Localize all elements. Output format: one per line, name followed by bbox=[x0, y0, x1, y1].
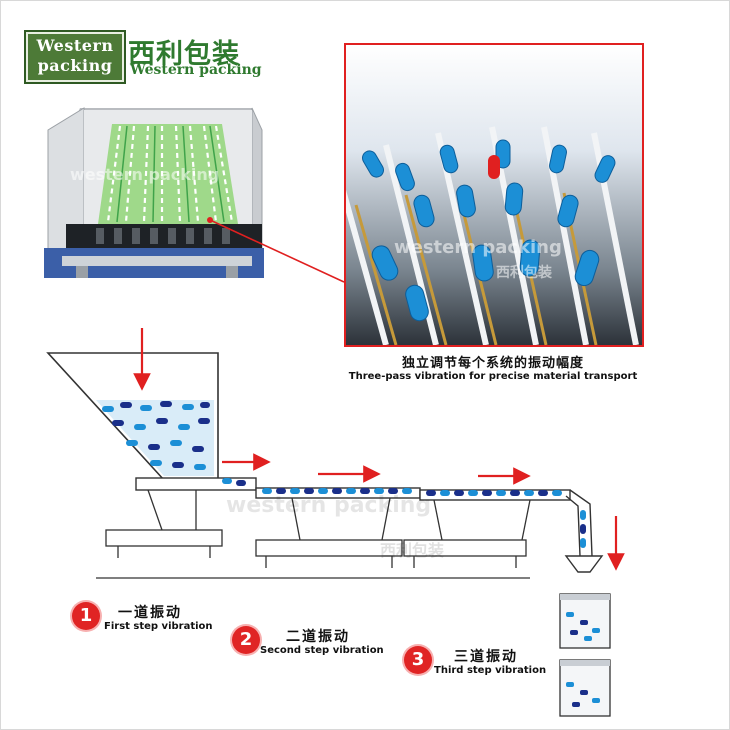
tray-channels bbox=[106, 125, 234, 223]
diagram-watermark-cn: 西利包装 bbox=[380, 541, 444, 560]
zoom-red-capsule bbox=[488, 155, 500, 179]
logo-line-1: Western bbox=[36, 36, 114, 55]
hopper-capsules bbox=[102, 401, 210, 470]
step-1-badge: 1 bbox=[72, 602, 100, 630]
tray-capsules bbox=[222, 478, 562, 496]
step-3-chinese: 三道振动 bbox=[454, 649, 518, 665]
photo-watermark: western packing bbox=[70, 165, 219, 184]
zoom-pointer-line bbox=[209, 219, 345, 283]
logo-english-name: Western packing bbox=[130, 62, 262, 78]
chute-capsules bbox=[580, 510, 586, 548]
output-bottle-2 bbox=[559, 659, 611, 717]
zoom-capsules bbox=[362, 139, 616, 322]
step-2-badge: 2 bbox=[232, 626, 260, 654]
diagram-watermark-en: western packing bbox=[226, 493, 431, 518]
western-packing-logo: Western packing bbox=[24, 30, 126, 84]
step-1-english: First step vibration bbox=[104, 621, 213, 632]
vibration-trays bbox=[98, 124, 238, 224]
zoom-background bbox=[346, 45, 642, 345]
zoom-detail-illustration: western packing 西利包装 bbox=[346, 45, 642, 345]
zoom-watermark-en: western packing bbox=[394, 237, 562, 258]
output-funnel bbox=[564, 555, 604, 573]
zoom-watermark-cn: 西利包装 bbox=[496, 264, 553, 281]
logo-line-2: packing bbox=[37, 56, 113, 75]
caption-chinese: 独立调节每个系统的振动幅度 bbox=[401, 356, 584, 371]
zoom-detail-photo: western packing 西利包装 bbox=[344, 43, 644, 347]
front-bar-teeth bbox=[96, 228, 230, 244]
hopper-capsule-pile bbox=[96, 400, 214, 476]
step-3-english: Third step vibration bbox=[434, 665, 547, 676]
caption-english: Three-pass vibration for precise materia… bbox=[348, 371, 638, 382]
step-3-badge: 3 bbox=[404, 646, 432, 674]
tray-3 bbox=[419, 489, 571, 501]
support-frames bbox=[105, 489, 531, 568]
machine-base-rail bbox=[62, 256, 252, 266]
base-foot-left bbox=[76, 266, 88, 278]
logo-chinese-name: 西利包装 bbox=[128, 39, 240, 70]
step-2-english: Second step vibration bbox=[260, 645, 384, 656]
tray-edges bbox=[116, 125, 225, 223]
output-bottle-1 bbox=[559, 593, 611, 649]
step-2-chinese: 二道振动 bbox=[286, 629, 350, 645]
chute-left bbox=[565, 495, 581, 557]
step-1-chinese: 一道振动 bbox=[118, 605, 182, 621]
chute-right bbox=[569, 489, 593, 557]
base-foot-right bbox=[226, 266, 238, 278]
